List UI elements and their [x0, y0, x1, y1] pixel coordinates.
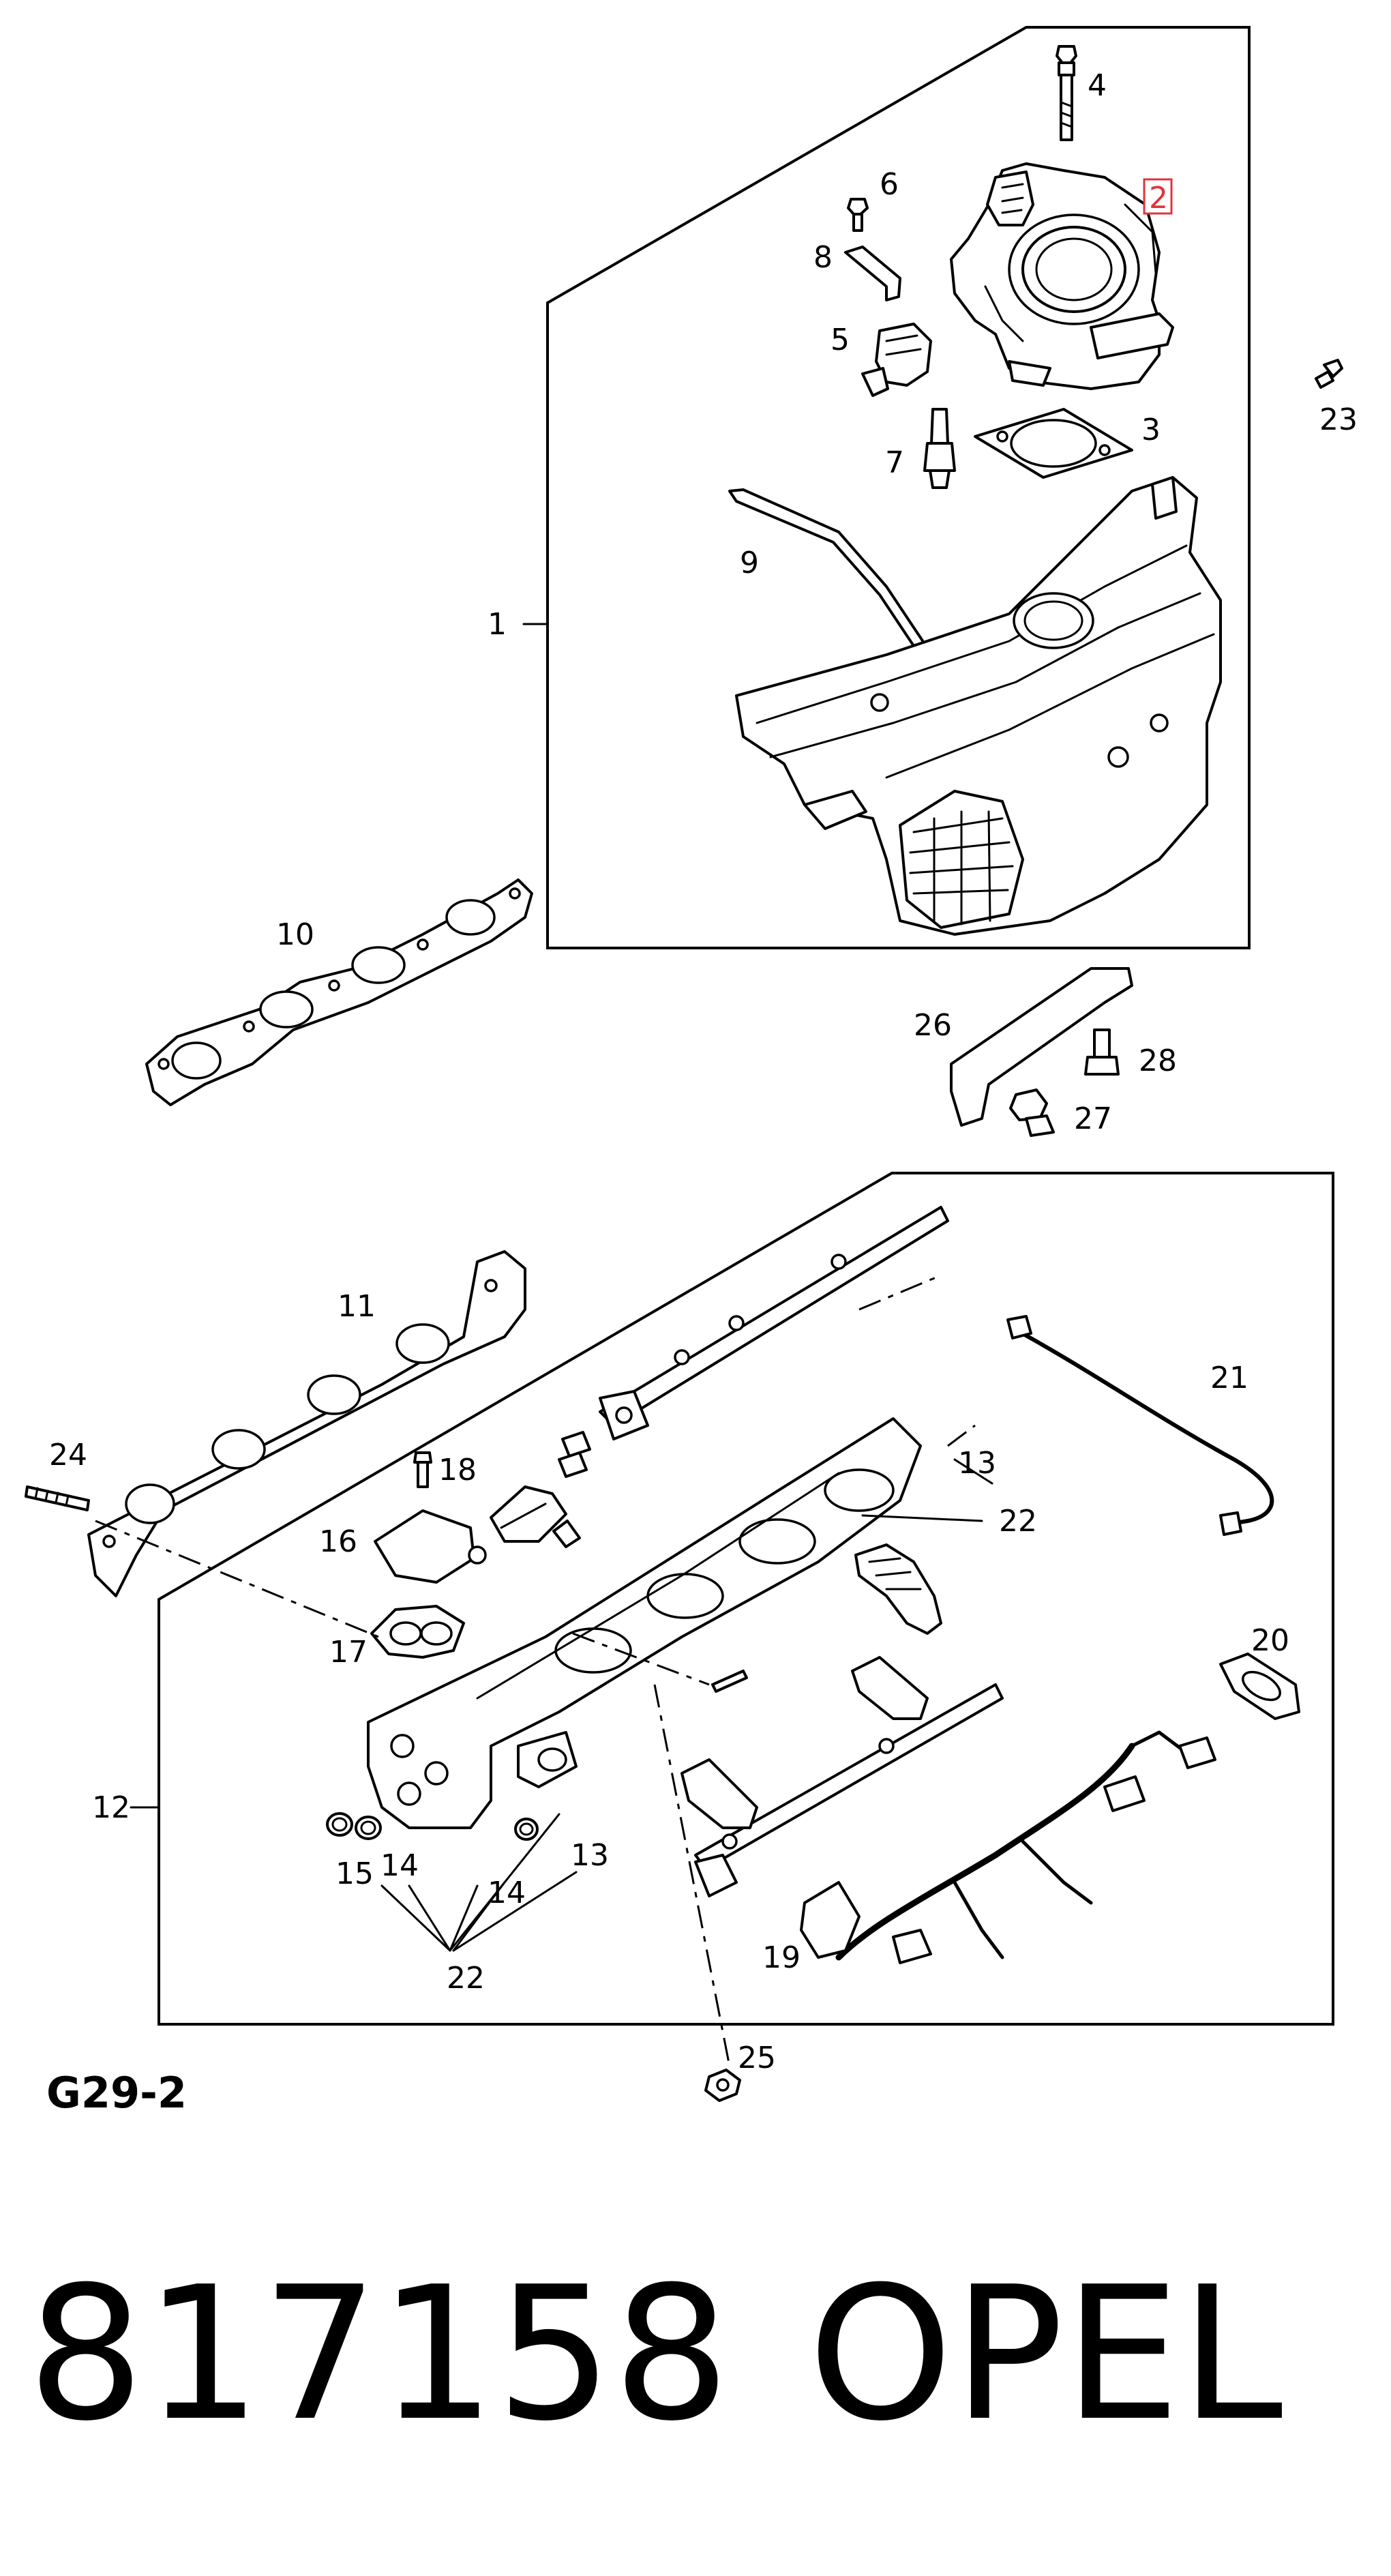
part-number: 817158 [27, 2247, 730, 2461]
callout-14-left: 14 [380, 1848, 419, 1883]
callout-9: 9 [740, 546, 759, 580]
callout-6: 6 [880, 167, 899, 202]
callout-12: 12 [92, 1790, 130, 1825]
bolt-part-27[interactable] [1009, 1089, 1055, 1137]
bolt-part-28[interactable] [1084, 1028, 1120, 1076]
callout-8: 8 [813, 240, 833, 275]
diagram-code: G29-2 [46, 2068, 187, 2118]
screw-part-18[interactable] [413, 1451, 432, 1488]
bracket-part[interactable] [844, 246, 901, 301]
injector-part-22[interactable] [854, 1543, 942, 1635]
fuel-injector-part[interactable] [468, 1485, 567, 1565]
callout-2-highlight-box [1143, 178, 1173, 215]
dowel-pin-part[interactable] [711, 1670, 748, 1693]
nut-part[interactable] [704, 2069, 741, 2102]
leader-lines [130, 623, 993, 1952]
bracket-part-26[interactable] [950, 967, 1133, 1127]
assembly-dashline [572, 1632, 710, 1686]
throttle-gasket-part[interactable] [974, 408, 1133, 479]
injector-rail-part[interactable] [680, 1656, 1004, 1897]
seal-ring-part[interactable] [326, 1812, 539, 1841]
callout-28: 28 [1139, 1043, 1177, 1078]
bolt-part-23[interactable] [1315, 359, 1343, 389]
bolt-part[interactable] [1056, 45, 1077, 141]
callout-18: 18 [438, 1453, 477, 1487]
callout-16: 16 [319, 1524, 357, 1559]
wiring-harness-part[interactable] [800, 1730, 1216, 1964]
assembly-dashline [858, 1274, 942, 1311]
callout-3: 3 [1141, 413, 1161, 447]
callout-5: 5 [831, 323, 850, 357]
plate-gasket-part[interactable] [370, 1605, 465, 1659]
sensor-gasket-part[interactable] [1219, 1653, 1300, 1720]
assembly-dashline [95, 1520, 379, 1638]
callout-13-upper: 13 [958, 1446, 996, 1481]
fuel-rail-part[interactable] [599, 1206, 949, 1440]
callout-15: 15 [335, 1856, 374, 1891]
callout-1: 1 [488, 607, 507, 642]
callout-24: 24 [49, 1438, 87, 1472]
callout-7: 7 [885, 445, 904, 480]
callout-22-lower: 22 [447, 1961, 485, 1996]
callout-11: 11 [338, 1289, 376, 1324]
upper-assembly-frame [546, 26, 1251, 949]
callout-23: 23 [1319, 402, 1358, 437]
brand-name: OPEL [808, 2247, 1284, 2461]
stud-part[interactable] [25, 1485, 90, 1511]
lower-assembly-frame [158, 1172, 1334, 2026]
callout-4: 4 [1088, 68, 1107, 103]
callout-10: 10 [276, 917, 314, 952]
sensor-part[interactable] [861, 323, 932, 397]
callout-2[interactable]: 2 [1149, 181, 1168, 216]
callout-22-upper: 22 [999, 1504, 1037, 1539]
fuel-line-fitting-part[interactable] [558, 1431, 591, 1478]
callout-21: 21 [1210, 1361, 1248, 1395]
callout-17: 17 [329, 1635, 368, 1670]
temperature-sensor-part[interactable] [923, 408, 956, 489]
assembly-dashline [653, 1684, 731, 2067]
intake-manifold-part[interactable] [735, 476, 1222, 936]
callout-25: 25 [738, 2041, 776, 2075]
callout-27: 27 [1074, 1101, 1112, 1136]
callout-26: 26 [914, 1008, 952, 1043]
throttle-body-part[interactable] [950, 162, 1174, 390]
callout-13-lower: 13 [571, 1838, 609, 1873]
exhaust-manifold-gasket-part-11[interactable] [87, 1250, 526, 1597]
screw-part[interactable] [847, 198, 869, 232]
cylinder-head-part[interactable] [367, 1417, 922, 1829]
callout-20: 20 [1251, 1623, 1289, 1658]
callout-14-right: 14 [488, 1876, 526, 1910]
cover-plate-part[interactable] [374, 1509, 475, 1584]
callout-19: 19 [762, 1940, 801, 1975]
fuel-hose-part[interactable] [1006, 1315, 1274, 1536]
assembly-dashline [947, 1424, 976, 1447]
exhaust-manifold-gasket-part[interactable] [145, 878, 533, 1106]
injector-clip-part[interactable] [552, 1520, 581, 1548]
